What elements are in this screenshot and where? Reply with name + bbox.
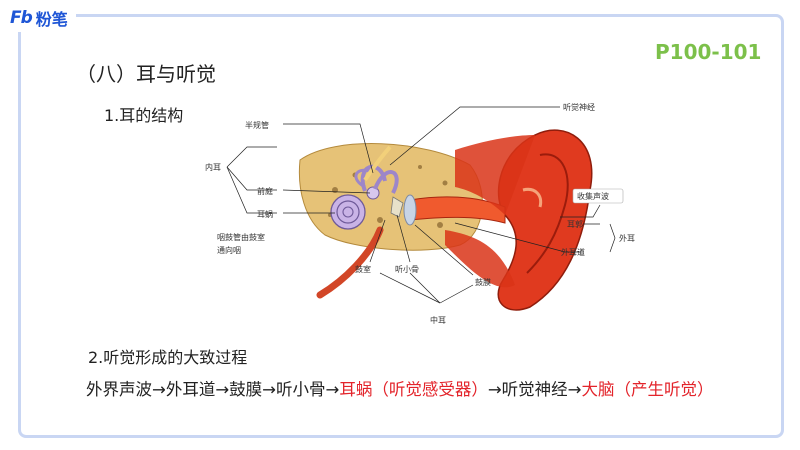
section-title: （八）耳与听觉 — [76, 62, 216, 86]
logo-brand: 粉笔 — [35, 10, 68, 29]
process-part-2: →听觉神经→ — [487, 380, 582, 399]
slide-frame — [18, 14, 784, 438]
page-reference: P100-101 — [655, 40, 762, 64]
label-eardrum: 鼓膜 — [475, 277, 491, 287]
label-ear-canal: 外耳道 — [561, 247, 585, 257]
label-eustachian-tube-2: 通向咽 — [217, 245, 241, 255]
label-outer-ear: 外耳 — [619, 233, 635, 243]
subheading-ear-structure: 1.耳的结构 — [104, 106, 184, 125]
label-inner-ear: 内耳 — [205, 162, 221, 172]
ear-anatomy-diagram: 半规管 内耳 前庭 耳蜗 听觉神经 收集声波 耳郭 外耳道 外耳 咽鼓管由鼓室 … — [205, 102, 635, 325]
label-middle-ear: 中耳 — [430, 315, 446, 325]
hearing-process-chain: 外界声波→外耳道→鼓膜→听小骨→耳蜗（听觉感受器）→听觉神经→大脑（产生听觉） — [86, 376, 713, 400]
process-cochlea: 耳蜗（听觉感受器） — [339, 380, 488, 399]
label-ossicles: 听小骨 — [395, 265, 419, 274]
ear-illustration — [298, 129, 593, 311]
leader-lines — [226, 106, 616, 304]
label-auricle: 耳郭 — [567, 219, 583, 229]
label-tympanic-cavity: 鼓室 — [355, 264, 371, 274]
label-cochlea: 耳蜗 — [257, 209, 273, 219]
process-brain: 大脑（产生听觉） — [581, 380, 714, 399]
process-part-1: 外界声波→外耳道→鼓膜→听小骨→ — [86, 380, 340, 399]
label-collect-sound: 收集声波 — [577, 191, 609, 201]
logo-mark: Fb — [10, 8, 33, 28]
label-auditory-nerve: 听觉神经 — [563, 102, 595, 112]
label-eustachian-tube-1: 咽鼓管由鼓室 — [217, 232, 265, 242]
label-semicircular-canals: 半规管 — [245, 120, 269, 130]
fenbi-logo: Fb 粉笔 — [6, 4, 76, 32]
subheading-hearing-process: 2.听觉形成的大致过程 — [88, 348, 248, 367]
label-vestibule: 前庭 — [257, 186, 273, 196]
